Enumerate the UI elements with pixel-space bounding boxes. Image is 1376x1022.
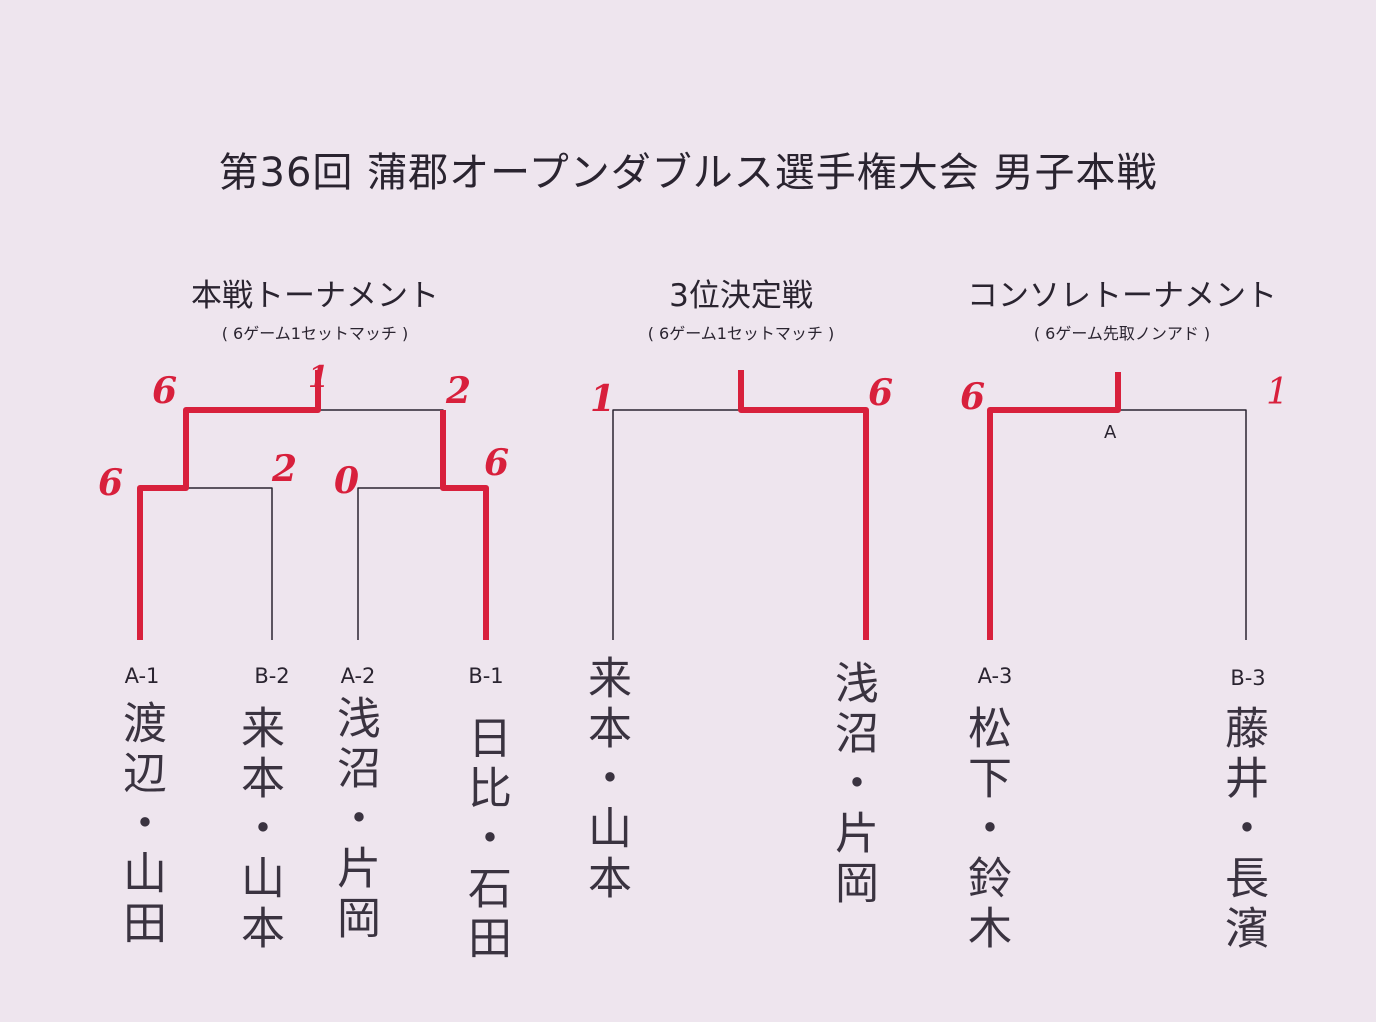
team-name: 来本・山本	[233, 705, 284, 955]
score-final-right: 2	[446, 370, 472, 412]
seed-label: B-3	[1230, 666, 1266, 690]
team-name: 日比・石田	[460, 715, 511, 965]
score-a2: 0	[334, 460, 360, 502]
consolation-subtitle: ( 6ゲーム先取ノンアド )	[1033, 324, 1211, 343]
score-consolation-right: 1	[1266, 372, 1289, 413]
seed-label: B-2	[254, 664, 290, 688]
main-tournament-heading: 本戦トーナメント	[191, 278, 439, 314]
bracket-line	[185, 409, 444, 488]
seed-label: A-3	[977, 664, 1013, 688]
seed-label: A-2	[340, 664, 376, 688]
third-place-heading: 3位決定戦	[669, 278, 813, 314]
team-name: 藤井・長濱	[1217, 705, 1268, 955]
bracket-line	[612, 409, 867, 640]
team-name: 浅沼・片岡	[329, 695, 380, 945]
score-consolation-left: 6	[960, 376, 986, 418]
score-third-right: 6	[868, 372, 894, 414]
winner-path	[440, 410, 489, 640]
winner-path	[987, 372, 1121, 640]
bracket-line	[989, 409, 1247, 640]
score-final-mark: 1	[308, 360, 329, 395]
team-name: 松下・鈴木	[960, 705, 1011, 955]
team-name: 来本・山本	[580, 655, 631, 905]
seed-label: A-1	[124, 664, 160, 688]
main-tournament-subtitle: ( 6ゲーム1セットマッチ )	[221, 324, 409, 343]
seed-label: B-1	[468, 664, 504, 688]
bracket-line	[357, 487, 487, 640]
score-a1: 6	[98, 462, 124, 504]
page-title: 第36回 蒲郡オープンダブルス選手権大会 男子本戦	[218, 150, 1158, 196]
consolation-heading: コンソレトーナメント	[967, 278, 1277, 314]
score-final-left: 6	[152, 370, 178, 412]
bracket-line	[139, 487, 273, 640]
score-third-left: 1	[590, 378, 616, 420]
third-place-subtitle: ( 6ゲーム1セットマッチ )	[647, 324, 835, 343]
consolation-note: A	[1104, 422, 1117, 443]
team-name: 浅沼・片岡	[827, 660, 878, 910]
score-b2: 2	[272, 448, 298, 490]
team-name: 渡辺・山田	[115, 700, 166, 950]
winner-path	[137, 370, 321, 640]
score-b1: 6	[484, 442, 510, 484]
winner-path	[738, 370, 869, 640]
